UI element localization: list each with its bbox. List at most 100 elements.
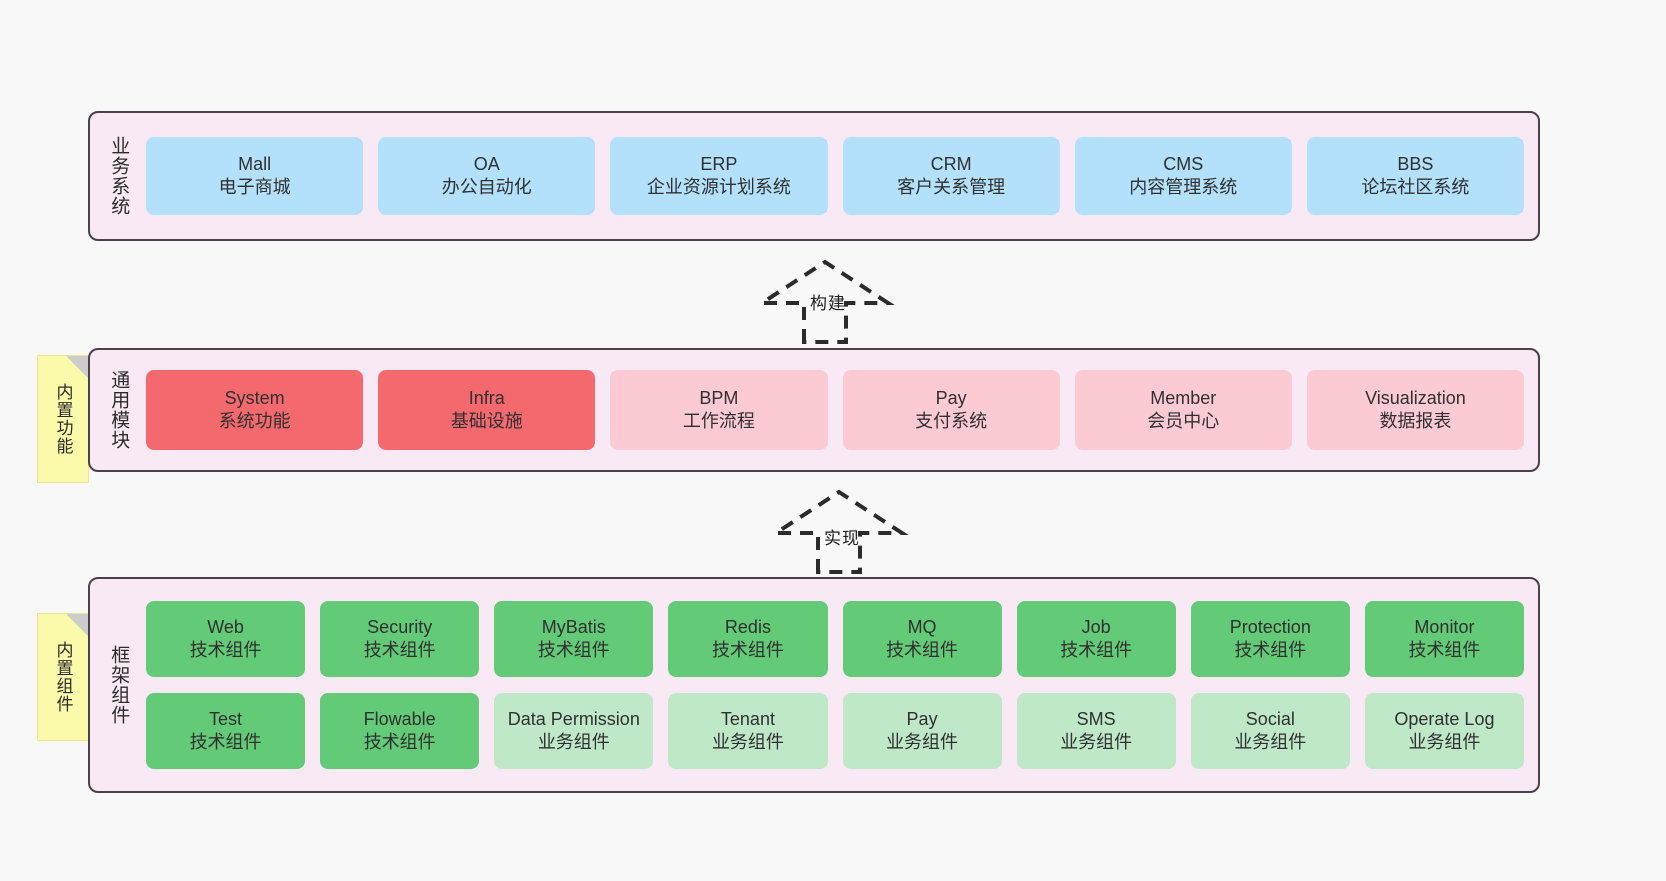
node-pay-component[interactable]: Pay 业务组件 [842, 693, 1002, 769]
node-title: Data Permission [507, 708, 640, 729]
node-subtitle: 技术组件 [1408, 640, 1481, 660]
node-sms[interactable]: SMS 业务组件 [1016, 693, 1176, 769]
node-title: Security [367, 616, 433, 637]
node-job[interactable]: Job 技术组件 [1016, 601, 1176, 677]
node-erp[interactable]: ERP 企业资源计划系统 [610, 137, 828, 215]
note-builtin-components: 内置组件 [37, 613, 89, 741]
node-title: MyBatis [541, 616, 606, 637]
arrow-build [755, 258, 906, 344]
node-subtitle: 技术组件 [711, 640, 784, 660]
node-subtitle: 技术组件 [189, 640, 262, 660]
node-subtitle: 技术组件 [363, 640, 436, 660]
node-title: CRM [930, 153, 972, 174]
node-subtitle: 业务组件 [886, 732, 959, 752]
layer-framework-component: 框架组件 Web 技术组件 Security 技术组件 MyBatis 技术组件… [88, 577, 1540, 793]
node-subtitle: 系统功能 [218, 411, 291, 431]
node-infra[interactable]: Infra 基础设施 [378, 370, 596, 450]
node-test[interactable]: Test 技术组件 [146, 693, 306, 769]
node-subtitle: 企业资源计划系统 [646, 177, 791, 197]
node-title: Monitor [1414, 616, 1475, 637]
node-title: Social [1245, 708, 1295, 729]
node-title: Infra [468, 387, 505, 408]
layer-row: System 系统功能 Infra 基础设施 BPM 工作流程 Pay 支付系统… [146, 370, 1525, 450]
layer-body-business-system: Mall 电子商城 OA 办公自动化 ERP 企业资源计划系统 CRM 客户关系… [138, 113, 1538, 239]
node-subtitle: 业务组件 [1234, 732, 1307, 752]
layer-common-module: 通用模块 System 系统功能 Infra 基础设施 BPM 工作流程 Pay… [88, 348, 1540, 472]
node-oa[interactable]: OA 办公自动化 [378, 137, 596, 215]
node-title: MQ [907, 616, 937, 637]
node-web[interactable]: Web 技术组件 [146, 601, 306, 677]
node-subtitle: 支付系统 [915, 411, 988, 431]
node-title: Redis [724, 616, 771, 637]
node-protection[interactable]: Protection 技术组件 [1190, 601, 1350, 677]
arrow-build-icon [755, 259, 895, 344]
arrow-implement-label: 实现 [824, 529, 860, 548]
node-subtitle: 内容管理系统 [1129, 177, 1238, 197]
node-title: CMS [1163, 153, 1204, 174]
node-subtitle: 业务组件 [1408, 732, 1481, 752]
node-subtitle: 会员中心 [1147, 411, 1220, 431]
node-title: Protection [1229, 616, 1311, 637]
node-title: Member [1150, 387, 1217, 408]
node-title: Test [209, 708, 243, 729]
node-operate-log[interactable]: Operate Log 业务组件 [1364, 693, 1524, 769]
node-monitor[interactable]: Monitor 技术组件 [1364, 601, 1524, 677]
node-mall[interactable]: Mall 电子商城 [146, 137, 364, 215]
node-subtitle: 办公自动化 [441, 177, 532, 197]
node-title: Mall [238, 153, 272, 174]
node-title: Flowable [363, 708, 436, 729]
layer-body-framework-component: Web 技术组件 Security 技术组件 MyBatis 技术组件 Redi… [138, 579, 1538, 791]
node-subtitle: 技术组件 [886, 640, 959, 660]
node-subtitle: 业务组件 [711, 732, 784, 752]
node-cms[interactable]: CMS 内容管理系统 [1074, 137, 1292, 215]
node-subtitle: 技术组件 [189, 732, 262, 752]
node-subtitle: 技术组件 [363, 732, 436, 752]
node-system[interactable]: System 系统功能 [146, 370, 364, 450]
note-label: 内置功能 [53, 383, 73, 455]
layer-row: Mall 电子商城 OA 办公自动化 ERP 企业资源计划系统 CRM 客户关系… [146, 137, 1525, 215]
node-title: Visualization [1365, 387, 1466, 408]
node-title: Job [1081, 616, 1111, 637]
arrow-implement [769, 488, 920, 574]
node-title: BPM [699, 387, 739, 408]
node-subtitle: 业务组件 [537, 732, 610, 752]
node-subtitle: 业务组件 [1060, 732, 1133, 752]
layer-body-common-module: System 系统功能 Infra 基础设施 BPM 工作流程 Pay 支付系统… [138, 350, 1538, 470]
node-tenant[interactable]: Tenant 业务组件 [668, 693, 828, 769]
node-title: Pay [935, 387, 967, 408]
node-subtitle: 技术组件 [1060, 640, 1133, 660]
node-title: Web [207, 616, 244, 637]
layer-title-common-module: 通用模块 [108, 370, 130, 450]
layer-row: Web 技术组件 Security 技术组件 MyBatis 技术组件 Redi… [146, 601, 1524, 677]
note-label: 内置组件 [53, 641, 73, 713]
node-flowable[interactable]: Flowable 技术组件 [320, 693, 480, 769]
node-mq[interactable]: MQ 技术组件 [842, 601, 1002, 677]
note-builtin-features: 内置功能 [37, 355, 89, 483]
node-title: Pay [906, 708, 938, 729]
node-member[interactable]: Member 会员中心 [1074, 370, 1292, 450]
node-visualization[interactable]: Visualization 数据报表 [1306, 370, 1525, 450]
layer-row: Test 技术组件 Flowable 技术组件 Data Permission … [146, 693, 1524, 769]
node-bbs[interactable]: BBS 论坛社区系统 [1306, 137, 1525, 215]
node-bpm[interactable]: BPM 工作流程 [610, 370, 828, 450]
node-subtitle: 基础设施 [450, 411, 523, 431]
arrow-implement-icon [769, 489, 909, 574]
node-title: BBS [1397, 153, 1434, 174]
node-crm[interactable]: CRM 客户关系管理 [842, 137, 1060, 215]
node-data-permission[interactable]: Data Permission 业务组件 [494, 693, 654, 769]
node-pay[interactable]: Pay 支付系统 [842, 370, 1060, 450]
node-title: ERP [700, 153, 738, 174]
layer-title-business-system: 业务系统 [108, 136, 130, 216]
node-subtitle: 客户关系管理 [897, 177, 1006, 197]
node-security[interactable]: Security 技术组件 [320, 601, 480, 677]
layer-title-framework-component: 框架组件 [108, 645, 130, 725]
node-title: SMS [1076, 708, 1116, 729]
node-title: System [224, 387, 285, 408]
node-title: Tenant [720, 708, 775, 729]
node-mybatis[interactable]: MyBatis 技术组件 [494, 601, 654, 677]
node-social[interactable]: Social 业务组件 [1190, 693, 1350, 769]
layer-business-system: 业务系统 Mall 电子商城 OA 办公自动化 ERP 企业资源计划系统 CRM… [88, 111, 1540, 241]
arrow-build-label: 构建 [810, 294, 846, 313]
node-redis[interactable]: Redis 技术组件 [668, 601, 828, 677]
